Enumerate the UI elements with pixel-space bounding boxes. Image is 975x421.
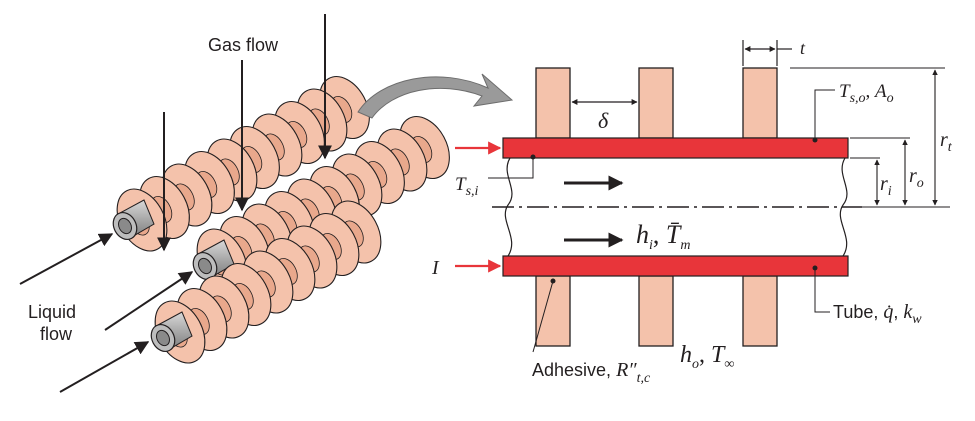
ro-label: ro (909, 165, 924, 191)
curved-arrow-icon (357, 73, 514, 119)
liquid-flow-arrows (19, 233, 194, 393)
liquid-flow-label-line2: flow (40, 324, 73, 344)
tube-bore (118, 217, 132, 235)
delta-label: δ (598, 108, 609, 133)
cross-section (455, 40, 950, 353)
fin-top-3 (742, 67, 778, 139)
adhesive-label: Adhesive, R″t,c (532, 359, 651, 386)
tube-label: Tube, q̇, kw (833, 301, 922, 327)
fin-bottom-3 (742, 275, 778, 347)
inner-convection-label: hi, T̄m (636, 220, 690, 253)
fin-bottom-1 (535, 275, 571, 347)
break-line-right (839, 157, 848, 257)
thickness-dimension (742, 40, 792, 66)
radius-dimensions (790, 67, 950, 208)
fin-top-1 (535, 67, 571, 139)
outer-surface-label: Ts,o, Ao (839, 81, 894, 106)
outer-convection-label: ho, T∞ (680, 342, 734, 372)
tube-wall-bottom (502, 255, 849, 277)
current-label: I (431, 257, 440, 279)
finned-tube-bank (112, 76, 450, 364)
liquid-flow-label-line1: Liquid (28, 302, 76, 322)
thickness-label: t (800, 38, 806, 58)
fin-top-2 (638, 67, 674, 139)
fin-bottom-2 (638, 275, 674, 347)
tube-front (150, 200, 382, 364)
inner-surface-label: Ts,i (455, 174, 479, 199)
tube-wall-top (502, 137, 849, 159)
break-line-left (504, 157, 513, 257)
tube-bore (156, 329, 170, 347)
tube-bore (198, 257, 212, 275)
fins (535, 67, 778, 347)
gas-flow-label: Gas flow (208, 35, 279, 55)
ri-label: ri (880, 173, 892, 199)
gas-flow-arrows (157, 14, 332, 252)
rt-label: rt (940, 129, 953, 155)
